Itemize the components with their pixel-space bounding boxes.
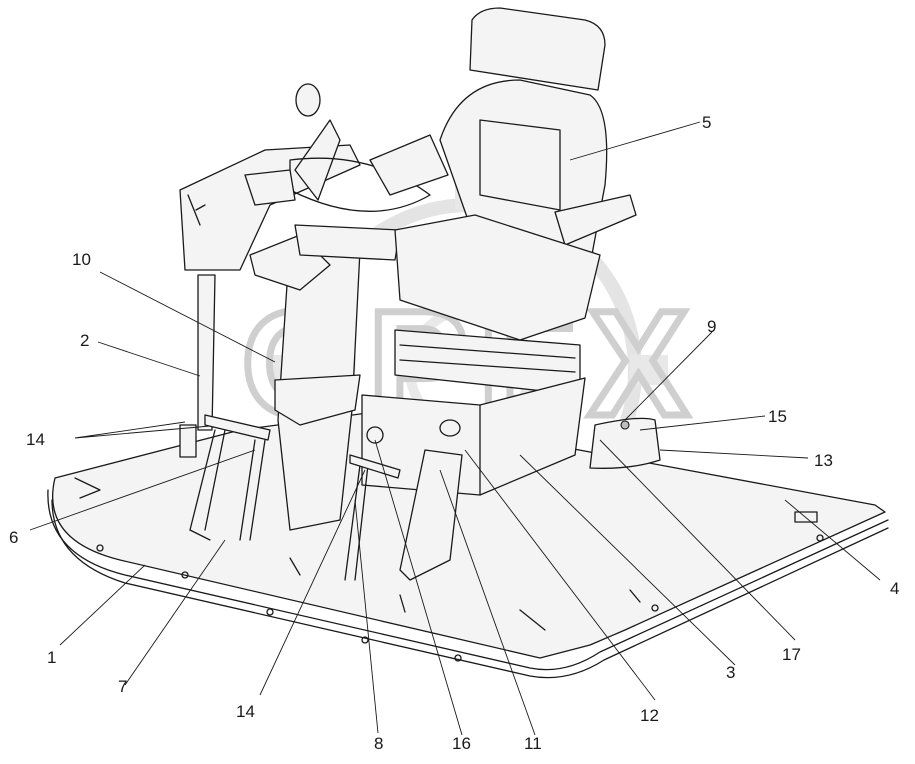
operator-seat [369,7,637,396]
callout-4: 4 [890,579,899,598]
callout-8: 8 [374,734,383,753]
callout-7: 7 [118,677,127,696]
callout-14-left: 14 [26,430,45,449]
callout-3: 3 [726,663,735,682]
callout-5: 5 [702,113,711,132]
callout-17: 17 [782,645,801,664]
callout-13: 13 [814,451,833,470]
floor-pod [589,417,661,469]
callout-16: 16 [452,734,471,753]
callout-labels: 1 2 3 4 5 6 7 8 9 10 11 12 13 14 14 15 1… [9,113,899,753]
callout-11: 11 [524,734,542,753]
callout-14-bottom: 14 [236,702,255,721]
callout-6: 6 [9,528,18,547]
callout-2: 2 [80,331,89,350]
leader-lines [29,121,881,736]
callout-1: 1 [47,648,56,667]
steering-column [244,83,431,531]
callout-10: 10 [72,250,91,269]
pedals-levers [179,414,463,581]
callout-9: 9 [707,317,716,336]
floor-plate [47,411,889,679]
callout-12: 12 [640,706,659,725]
callout-15: 15 [768,407,787,426]
seat-base [361,377,586,496]
